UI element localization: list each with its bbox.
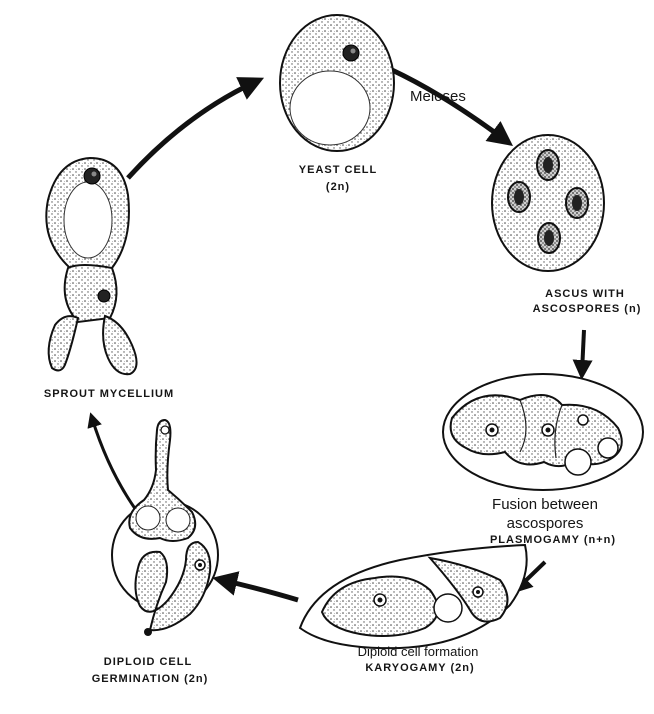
ascus-illustration xyxy=(491,134,605,272)
karyogamy-illustration xyxy=(298,543,528,650)
ascospore xyxy=(537,222,561,254)
yeast-cell-ploidy: (2n) xyxy=(325,181,351,193)
arrow-diploid-to-germination xyxy=(212,571,299,603)
yeast-cell-illustration xyxy=(279,14,395,152)
ascus-label-line2: ASCOSPORES (n) xyxy=(532,303,642,315)
plasmogamy-label: PLASMOGAMY (n+n) xyxy=(489,534,617,546)
ascospore xyxy=(507,181,531,213)
arrow-yeast-to-ascus xyxy=(390,67,514,146)
cycle-arrows xyxy=(87,67,593,603)
diploid-formation-label: Diploid cell formation xyxy=(357,644,479,659)
plasmogamy-illustration xyxy=(442,373,644,491)
ascospore xyxy=(565,187,589,219)
karyogamy-label: KARYOGAMY (2n) xyxy=(365,662,475,674)
meiosis-label: Meioses xyxy=(410,88,466,105)
fusion-label-line1: Fusion between xyxy=(492,496,598,513)
fusion-label-line2: ascospores xyxy=(506,515,584,532)
arrow-germination-to-sprout xyxy=(87,412,138,511)
arrow-sprout-to-yeast xyxy=(126,77,265,180)
ascospore xyxy=(536,149,560,181)
ascus-label-line1: ASCUS WITH xyxy=(545,288,625,300)
germination-illustration xyxy=(111,418,219,636)
arrow-ascus-to-fusion xyxy=(572,329,593,380)
germination-label-line2: GERMINATION (2n) xyxy=(91,673,209,685)
yeast-cell-label: YEAST CELL xyxy=(298,164,378,176)
sprout-mycelium-label: SPROUT MYCELLIUM xyxy=(43,388,175,400)
germination-label-line1: DIPLOID CELL xyxy=(103,656,193,668)
sprout-mycelium-illustration xyxy=(45,156,138,376)
